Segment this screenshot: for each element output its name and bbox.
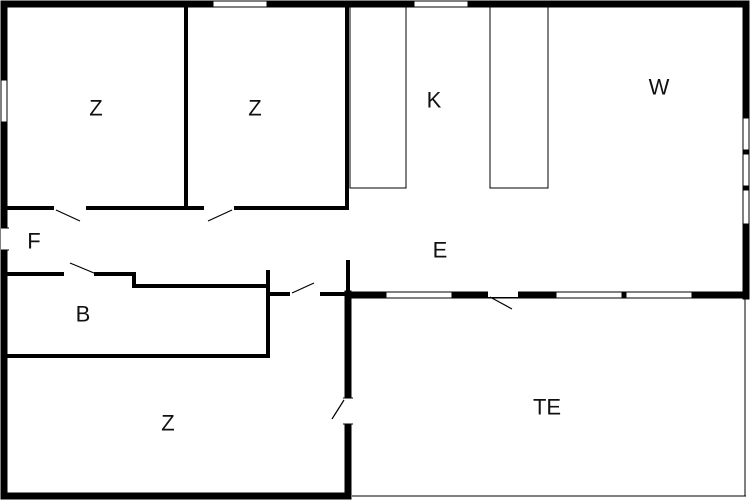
windows — [0, 0, 750, 299]
window-e-te-2 — [555, 291, 623, 299]
door-leaf-z3-te — [331, 399, 345, 420]
window-top-k — [413, 0, 469, 8]
window-right-3 — [742, 189, 750, 225]
window-right-1 — [742, 117, 750, 151]
door-leaf-te — [489, 296, 513, 310]
door-opening-z2 — [204, 205, 234, 211]
door-openings — [1, 205, 518, 425]
door-opening-te — [488, 291, 518, 297]
entrance-opening — [1, 228, 9, 250]
door-leaf-b — [69, 262, 95, 274]
door-swings — [55, 209, 513, 420]
door-leaf-z3 — [291, 282, 315, 294]
window-right-2 — [742, 153, 750, 187]
door-leaf-z2 — [207, 209, 233, 222]
room-label-b: B — [76, 302, 91, 327]
window-top-z — [212, 0, 268, 8]
window-e-te-1 — [385, 291, 453, 299]
room-label-z-top-middle: Z — [248, 96, 261, 121]
door-opening-z3 — [290, 291, 320, 297]
window-left-z — [0, 79, 8, 123]
room-label-z-bottom-left: Z — [161, 411, 174, 436]
room-label-w: W — [649, 75, 670, 100]
room-label-te: TE — [533, 395, 561, 420]
window-e-te-3 — [625, 291, 693, 299]
door-opening-z1 — [54, 205, 86, 211]
door-leaf-z1 — [55, 209, 81, 222]
room-label-z-top-left: Z — [89, 96, 102, 121]
door-opening-z3-te — [344, 398, 352, 424]
room-label-f: F — [27, 229, 40, 254]
door-opening-b — [64, 271, 94, 277]
room-label-e: E — [433, 238, 448, 263]
room-label-k: K — [427, 88, 442, 113]
room-labels: Z Z K W F E B Z TE — [27, 75, 669, 436]
